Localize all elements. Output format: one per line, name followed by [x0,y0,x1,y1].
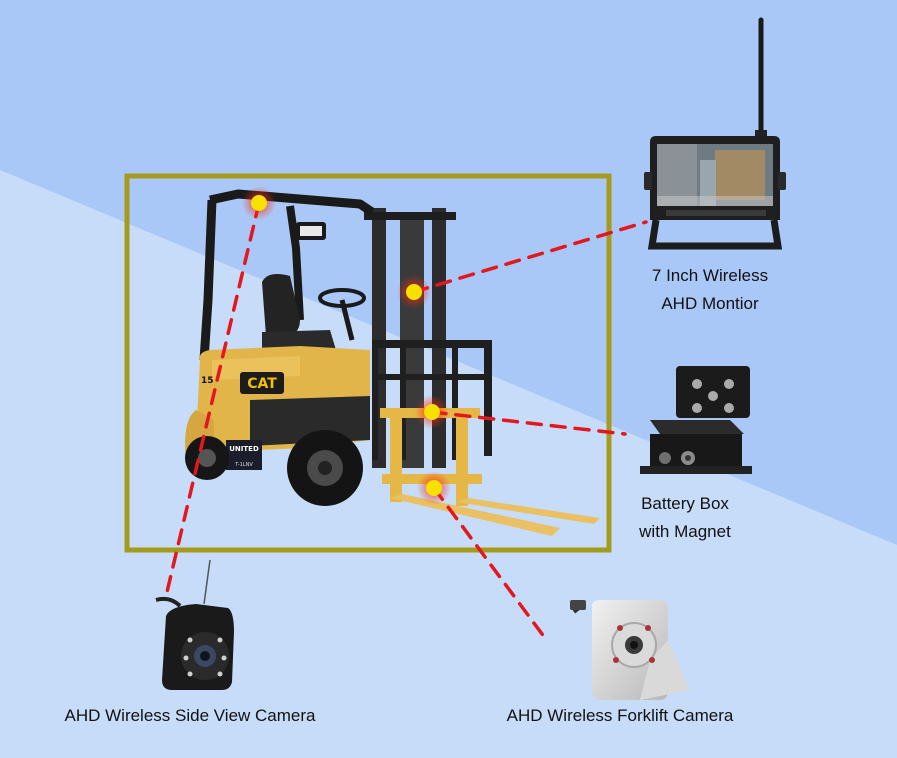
line-forklift-camera [432,486,547,640]
line-side-camera [165,201,261,594]
forklift-camera-label: AHD Wireless Forklift Camera [470,702,770,730]
side-camera-label: AHD Wireless Side View Camera [40,702,340,730]
monitor-image [644,17,786,250]
line-battery [430,410,627,436]
hotspot-overhead [242,186,276,220]
monitor-label-line2: AHD Montior [661,294,759,313]
monitor-label: 7 Inch Wireless AHD Montior [610,262,810,318]
monitor-label-line1: 7 Inch Wireless [651,266,769,285]
cat-badge: CAT [247,376,277,392]
side-camera-image [155,559,234,690]
forklift-frame [124,173,612,553]
hotspot-mast [397,275,431,309]
hotspot-forks [417,471,451,505]
svg-text:T-1LNV: T-1LNV [234,462,253,468]
svg-text:CAT: CAT [247,376,277,392]
line-monitor [412,220,648,294]
background-band [0,170,897,758]
forklift-camera-label-line1: AHD Wireless Forklift Camera [506,706,734,725]
battery-box-image [640,366,752,474]
battery-label-line2: with Magnet [639,522,731,541]
hotspot-carriage [415,395,449,429]
battery-label-line1: Battery Box [641,494,729,513]
side-camera-label-line1: AHD Wireless Side View Camera [64,706,316,725]
connector-lines [165,201,648,640]
svg-text:15: 15 [201,376,214,386]
battery-label: Battery Box with Magnet [610,490,760,546]
forklift-camera-image [570,600,690,700]
svg-text:UNITED: UNITED [229,445,259,453]
